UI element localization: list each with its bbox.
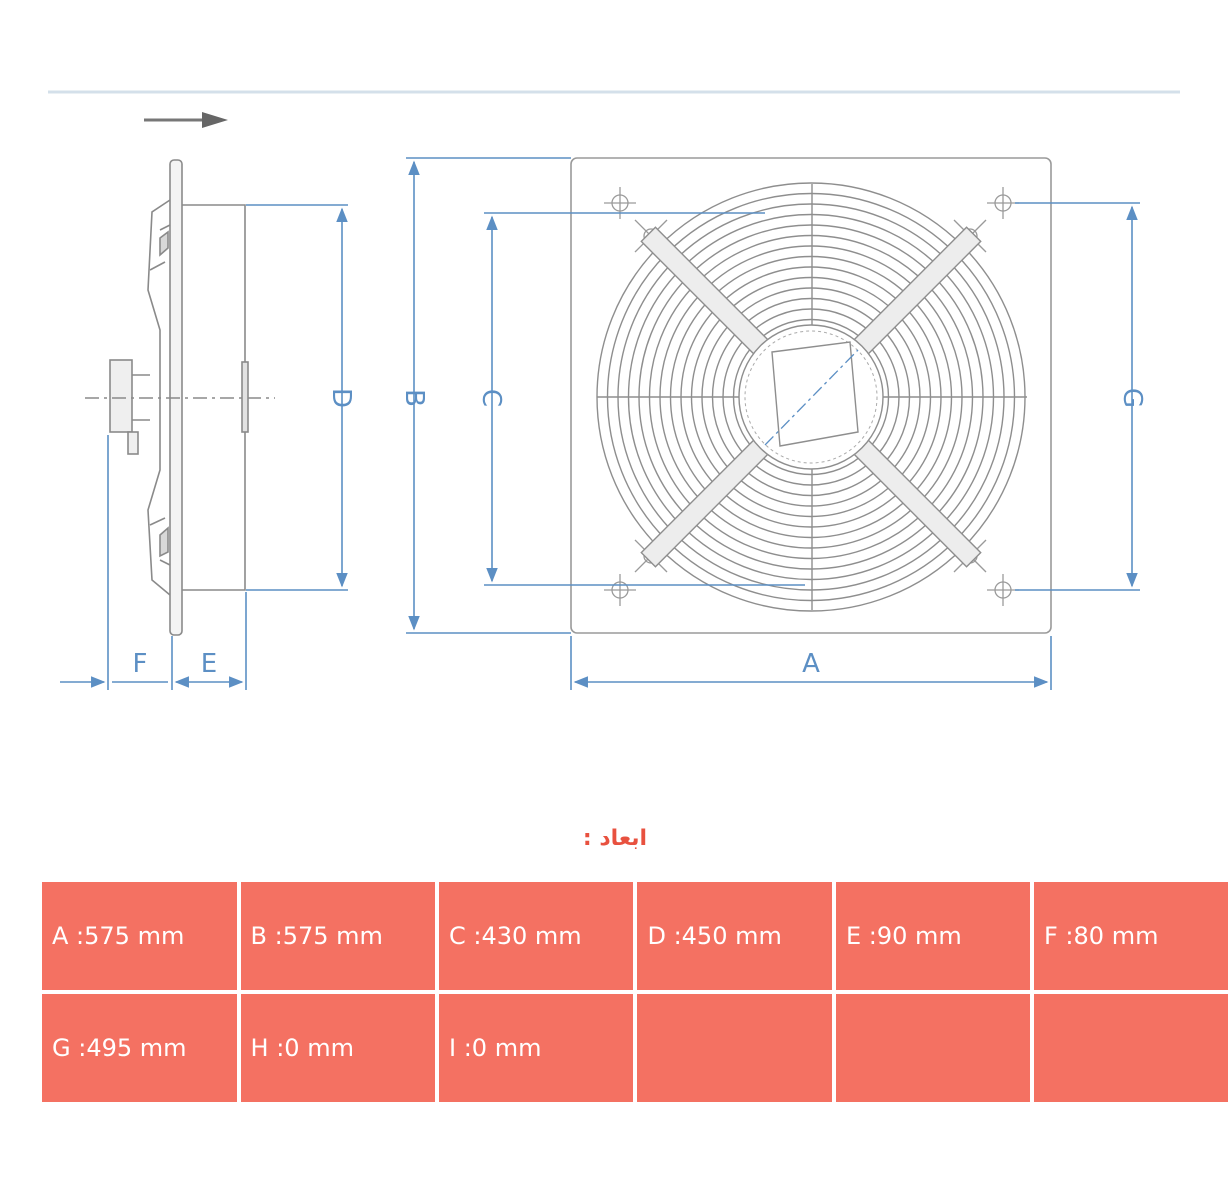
table-cell: H :0 mm: [238, 992, 437, 1104]
table-row: G :495 mm H :0 mm I :0 mm: [40, 992, 1230, 1104]
dim-label-a: A: [802, 649, 820, 679]
table-cell: A :575 mm: [40, 880, 239, 992]
table-cell: F :80 mm: [1032, 880, 1230, 992]
dim-label-d: D: [326, 388, 356, 408]
table-cell: B :575 mm: [238, 880, 437, 992]
dimension-lines: [60, 157, 1140, 690]
table-cell: [635, 992, 834, 1104]
fan-front-view: [570, 157, 1052, 634]
table-cell: G :495 mm: [40, 992, 239, 1104]
dimensions-title: ابعاد :: [582, 826, 648, 851]
fan-side-view: [85, 159, 275, 636]
dim-label-c: C: [476, 389, 506, 407]
table-cell: I :0 mm: [437, 992, 636, 1104]
dimensions-table: A :575 mm B :575 mm C :430 mm D :450 mm …: [40, 880, 1230, 1104]
table-cell: [1032, 992, 1230, 1104]
table-row: A :575 mm B :575 mm C :430 mm D :450 mm …: [40, 880, 1230, 992]
dim-label-b: B: [399, 389, 429, 407]
fan-technical-drawing: A B C D G F E: [48, 90, 1180, 690]
table-cell: [834, 992, 1032, 1104]
dim-label-g: G: [1117, 388, 1147, 408]
dim-label-e: E: [201, 649, 217, 679]
dim-label-f: F: [133, 649, 148, 679]
table-cell: E :90 mm: [834, 880, 1032, 992]
table-cell: C :430 mm: [437, 880, 636, 992]
airflow-arrow-icon: [144, 112, 228, 128]
table-cell: D :450 mm: [635, 880, 834, 992]
